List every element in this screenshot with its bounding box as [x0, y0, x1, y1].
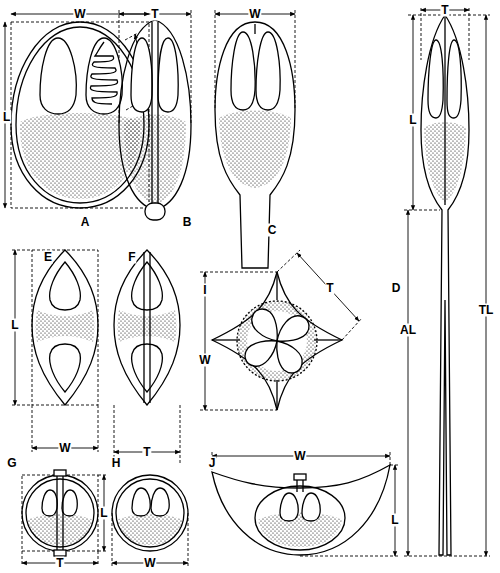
dimension-label: L [2, 111, 11, 124]
dimension-label: L [99, 507, 108, 520]
dimension-label: B [182, 216, 193, 229]
dimension-label: L [390, 514, 399, 527]
dimension-label: W [198, 354, 211, 367]
dimension-label: D [391, 282, 402, 295]
dimension-label: T [440, 4, 449, 17]
spore-d [421, 15, 469, 555]
spore-b [119, 20, 191, 220]
dimension-label: A [80, 216, 91, 229]
dimension-label: L [10, 319, 19, 332]
dimension-label: W [293, 450, 306, 463]
spore-a [11, 22, 149, 208]
dimension-label: C [267, 224, 278, 237]
dimension-label: W [248, 8, 261, 21]
dimension-label: J [208, 457, 217, 470]
spore-h [112, 475, 188, 551]
spore-i [212, 272, 342, 410]
dimension-label: W [58, 442, 71, 455]
dimension-label: E [43, 251, 53, 264]
spore-j [212, 465, 390, 555]
spore-c [215, 22, 295, 268]
dimension-label: TL [478, 304, 495, 317]
spore-g [22, 470, 98, 556]
dimension-label: L [408, 114, 417, 127]
dimension-label: T [142, 446, 151, 459]
dimension-label: T [55, 557, 64, 570]
dimension-label: W [73, 8, 86, 21]
dimension-label: F [127, 251, 136, 264]
dimension-label: W [143, 557, 156, 570]
dimension-lines [5, 8, 490, 566]
dimension-label: I [202, 284, 207, 297]
dimension-label: T [325, 282, 334, 295]
spore-f [114, 250, 180, 405]
dimension-label: T [150, 8, 159, 21]
dimension-label: G [6, 457, 17, 470]
dimension-label: AL [399, 324, 417, 337]
dimension-label: H [111, 457, 122, 470]
spore-e [32, 250, 98, 405]
